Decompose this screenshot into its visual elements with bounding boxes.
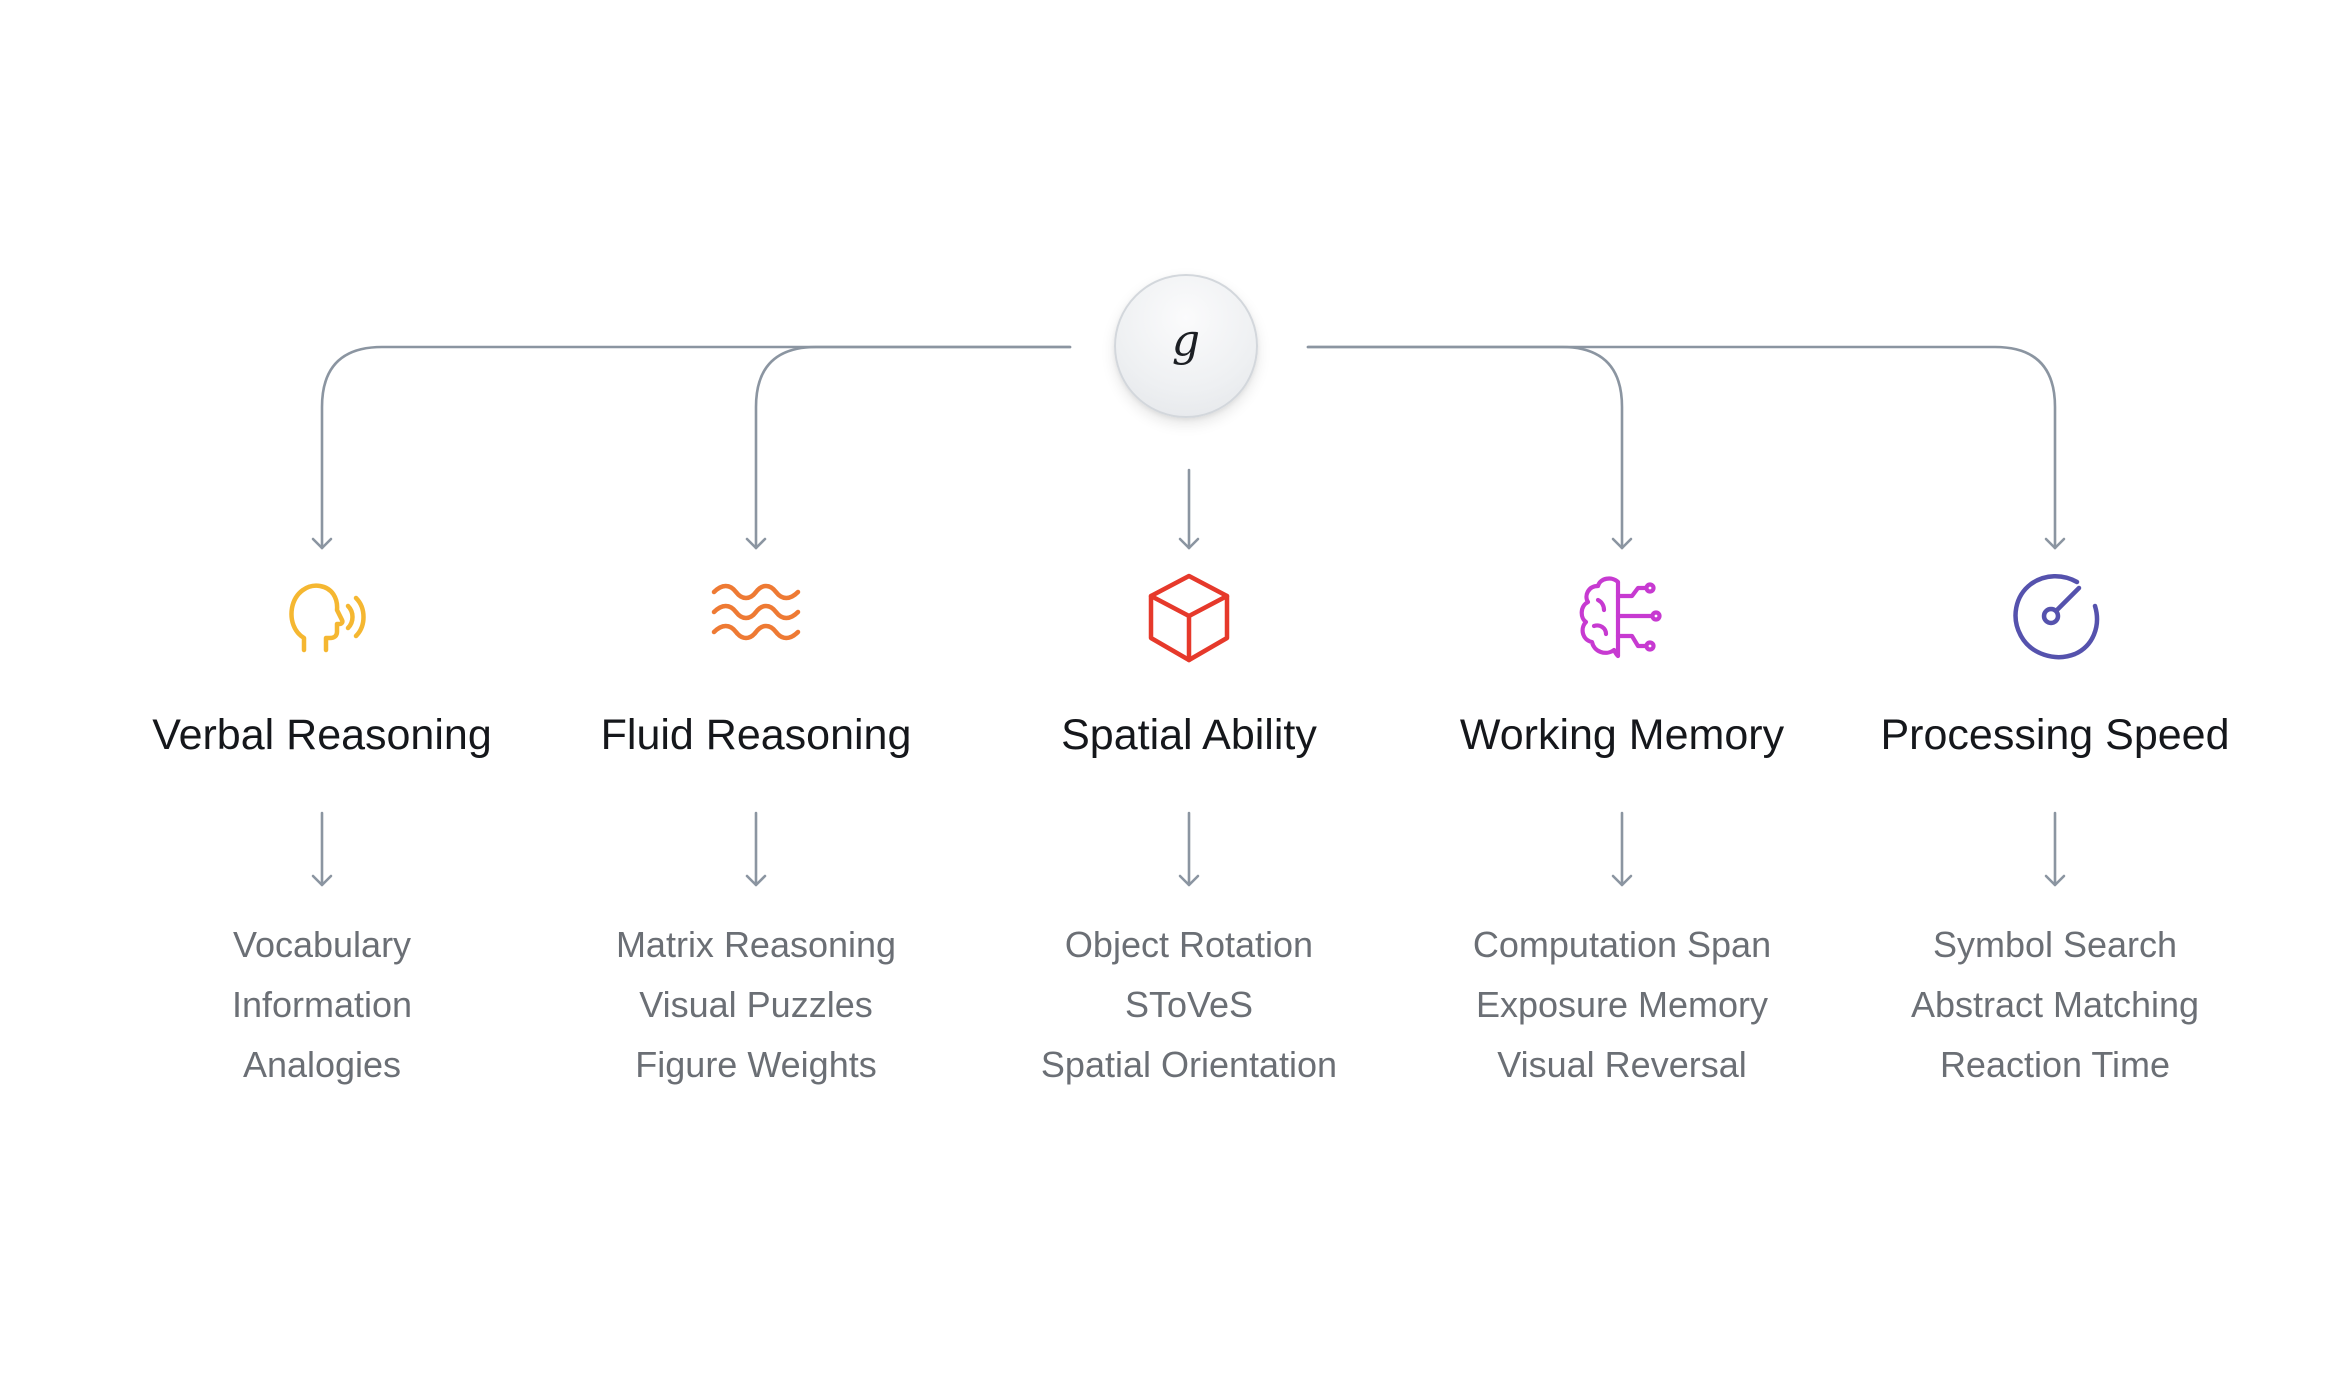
factor-down-arrow	[311, 811, 333, 887]
speedometer-icon	[2013, 574, 2100, 660]
connector-arrowhead	[1611, 537, 1633, 550]
test-item: Visual Reversal	[1497, 1044, 1747, 1085]
test-item: Information	[231, 984, 413, 1025]
test-item: Spatial Orientation	[1040, 1044, 1338, 1085]
test-item: Visual Puzzles	[639, 984, 873, 1025]
test-item: Computation Span	[1472, 924, 1772, 965]
test-item: Object Rotation	[1064, 924, 1314, 965]
test-list: Computation Span Exposure Memory Visual …	[1412, 915, 1832, 1095]
factor-down-arrow	[1178, 811, 1200, 887]
test-item: Vocabulary	[232, 924, 412, 965]
connector-branch-right-1	[1306, 345, 2057, 550]
connector-branch-left-1	[754, 345, 1072, 550]
connector-branch-left-0	[320, 345, 1072, 550]
connector-arrowhead	[745, 537, 767, 550]
connector-arrowhead	[311, 537, 333, 550]
test-list: Vocabulary Information Analogies	[112, 915, 532, 1095]
test-item: Reaction Time	[1939, 1044, 2171, 1085]
root-node-g: g	[1114, 274, 1258, 418]
test-item: Exposure Memory	[1475, 984, 1769, 1025]
speaking-head-icon	[289, 583, 366, 653]
test-list: Object Rotation SToVeS Spatial Orientati…	[979, 915, 1399, 1095]
root-label: g	[1171, 315, 1201, 366]
factor-down-arrow	[745, 811, 767, 887]
test-item: Figure Weights	[635, 1044, 877, 1085]
test-item: SToVeS	[1124, 984, 1254, 1025]
waves-icon	[711, 583, 801, 641]
brain-circuit-icon	[1579, 576, 1662, 659]
factor-column-verbal-reasoning: Verbal Reasoning Vocabulary Information …	[112, 570, 532, 1095]
factor-down-arrow	[1611, 811, 1633, 887]
factor-down-arrow	[2044, 811, 2066, 887]
factor-title: Verbal Reasoning	[152, 711, 492, 759]
connector-branch-right-0	[1306, 345, 1624, 550]
factor-title: Processing Speed	[1880, 711, 2230, 759]
test-item: Analogies	[242, 1044, 402, 1085]
factor-column-working-memory: Working Memory Computation Span Exposure…	[1412, 570, 1832, 1095]
test-item: Matrix Reasoning	[615, 924, 897, 965]
connector-arrowhead	[1178, 537, 1200, 550]
test-list: Matrix Reasoning Visual Puzzles Figure W…	[546, 915, 966, 1095]
connector-arrowhead	[2044, 537, 2066, 550]
factor-title: Working Memory	[1459, 711, 1785, 759]
factor-column-spatial-ability: Spatial Ability Object Rotation SToVeS S…	[979, 570, 1399, 1095]
factor-column-fluid-reasoning: Fluid Reasoning Matrix Reasoning Visual …	[546, 570, 966, 1095]
factor-title: Spatial Ability	[1061, 711, 1317, 759]
test-list: Symbol Search Abstract Matching Reaction…	[1845, 915, 2265, 1095]
factor-title: Fluid Reasoning	[600, 711, 912, 759]
test-item: Abstract Matching	[1910, 984, 2200, 1025]
test-item: Symbol Search	[1932, 924, 2178, 965]
cube-icon	[1148, 573, 1230, 663]
factor-column-processing-speed: Processing Speed Symbol Search Abstract …	[1845, 570, 2265, 1095]
